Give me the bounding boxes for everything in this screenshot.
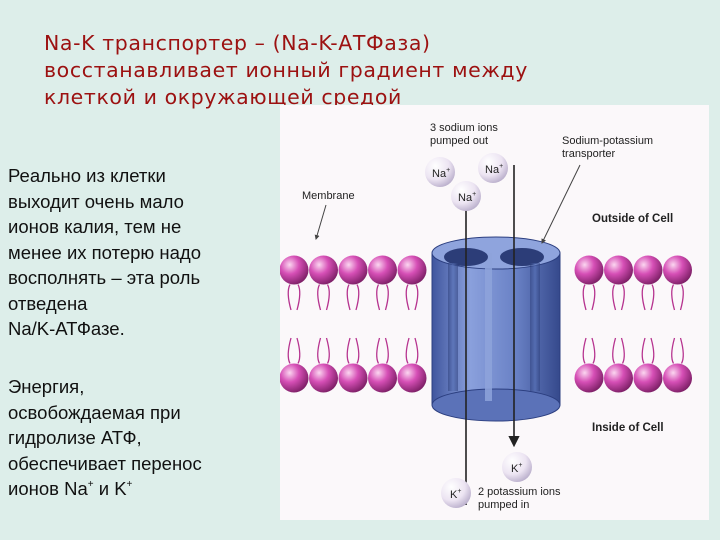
lipid-head xyxy=(397,363,427,393)
lipid-tail xyxy=(582,284,587,311)
paragraph-line: освобождаемая при xyxy=(8,401,181,423)
lipid-tail xyxy=(414,337,419,364)
paragraph-line: Реально из клетки xyxy=(8,165,166,186)
lipid-tail xyxy=(671,284,676,311)
paragraph-potassium-loss: Реально из клетки выходит очень мало ион… xyxy=(8,163,272,342)
title-line-1: Na-K транспортер – (Na-K-АТФаза) xyxy=(44,31,431,55)
lipid-tail xyxy=(384,337,389,364)
lipid-tail xyxy=(620,284,625,311)
lipid-tail xyxy=(582,337,587,364)
paragraph-line: выходит очень мало xyxy=(8,190,184,212)
label-membrane: Membrane xyxy=(302,190,355,202)
lipid-head xyxy=(368,255,397,285)
lipid-tail xyxy=(612,284,617,311)
lipid-head xyxy=(309,363,338,393)
lipid-head xyxy=(574,363,604,393)
paragraph-line-ions: ионов Na+ и K+ xyxy=(8,476,272,502)
lipid-tail xyxy=(620,337,625,364)
lipid-head xyxy=(633,363,663,393)
lipid-head xyxy=(280,363,309,393)
lipid-tail xyxy=(346,284,351,311)
paragraph-line: обеспечивает перенос xyxy=(8,452,202,474)
label-inside-cell: Inside of Cell xyxy=(592,422,664,434)
lipid-head xyxy=(309,255,338,285)
sodium-ion: Na+ xyxy=(425,157,455,187)
lipid-head xyxy=(663,363,692,393)
label-transporter: Sodium-potassium transporter xyxy=(562,135,656,160)
lipid-tail xyxy=(325,284,330,311)
lipid-head xyxy=(604,363,633,393)
paragraph-line: восполнять – эта роль xyxy=(8,267,201,288)
slide-title: Na-K транспортер – (Na-K-АТФаза) восстан… xyxy=(44,30,684,111)
label-potassium-pumped: 2 potassium ions pumped in xyxy=(478,486,564,511)
transporter-leader-line xyxy=(541,164,581,244)
svg-text:Na+: Na+ xyxy=(432,167,450,180)
potassium-ion: K+ xyxy=(502,452,532,482)
paragraph-line: Энергия, xyxy=(8,376,85,397)
paragraph-line: менее их потерю надо xyxy=(8,241,202,263)
k-charge: + xyxy=(126,478,133,490)
lipid-tail xyxy=(346,337,351,364)
lipid-head xyxy=(574,255,604,285)
lipid-heads xyxy=(280,255,692,393)
lipid-tail xyxy=(591,337,596,364)
lipid-tail xyxy=(296,337,301,364)
lipid-head xyxy=(338,363,368,393)
lipid-tail xyxy=(650,284,655,311)
lipid-tail xyxy=(405,337,410,364)
lipid-tail xyxy=(296,284,301,311)
membrane-leader-line xyxy=(314,204,327,240)
ions-prefix: ионов Na xyxy=(8,478,88,499)
lipid-tail xyxy=(325,337,330,364)
paragraph-line: ионов калия, тем не xyxy=(8,216,182,237)
lipid-tail xyxy=(612,337,617,364)
lipid-tail xyxy=(591,284,596,311)
lipid-tail xyxy=(414,284,419,311)
lipid-tail xyxy=(671,337,676,364)
na-charge: + xyxy=(87,478,94,490)
sodium-ion: Na+ xyxy=(478,153,508,183)
lipid-tail xyxy=(287,337,292,364)
label-outside-cell: Outside of Cell xyxy=(592,213,673,225)
paragraph-energy: Энергия, освобождаемая при гидролизе АТФ… xyxy=(8,374,272,502)
lipid-tail xyxy=(384,284,389,311)
lipid-tail xyxy=(355,337,360,364)
paragraph-line: Na/K-АТФазе. xyxy=(8,318,125,339)
lipid-tails xyxy=(287,284,684,364)
ions-middle: и K xyxy=(93,478,127,499)
lipid-tail xyxy=(679,284,684,311)
lipid-tail xyxy=(405,284,410,311)
channel-opening-right xyxy=(500,248,544,266)
svg-text:K+: K+ xyxy=(450,488,461,501)
lipid-head xyxy=(338,255,368,285)
svg-text:Na+: Na+ xyxy=(458,191,476,204)
paragraph-line: отведена xyxy=(8,292,88,314)
sodium-ion: Na+ xyxy=(451,181,481,211)
lipid-tail xyxy=(317,284,322,311)
lipid-tail xyxy=(287,284,292,311)
lipid-head xyxy=(604,255,633,285)
lipid-tail xyxy=(650,337,655,364)
lipid-tail xyxy=(376,284,381,311)
title-line-2: восстанавливает ионный градиент между xyxy=(44,58,528,82)
svg-text:Na+: Na+ xyxy=(485,163,503,176)
potassium-ion: K+ xyxy=(441,478,471,508)
lipid-tail xyxy=(376,337,381,364)
transporter-protein xyxy=(431,236,561,422)
lipid-tail xyxy=(355,284,360,311)
paragraph-line: гидролизе АТФ, xyxy=(8,427,142,448)
lipid-tail xyxy=(679,337,684,364)
svg-text:K+: K+ xyxy=(511,462,522,475)
lipid-tail xyxy=(641,284,646,311)
lipid-head xyxy=(280,255,309,285)
label-sodium-pumped: 3 sodium ions pumped out xyxy=(430,122,501,147)
sodium-potassium-pump-figure: Na+ Na+ Na+ K+ K+ 3 sodium ions pumped o… xyxy=(280,105,709,520)
lipid-head xyxy=(368,363,397,393)
lipid-head xyxy=(397,255,427,285)
lipid-tail xyxy=(317,337,322,364)
lipid-head xyxy=(663,255,692,285)
lipid-head xyxy=(633,255,663,285)
lipid-tail xyxy=(641,337,646,364)
